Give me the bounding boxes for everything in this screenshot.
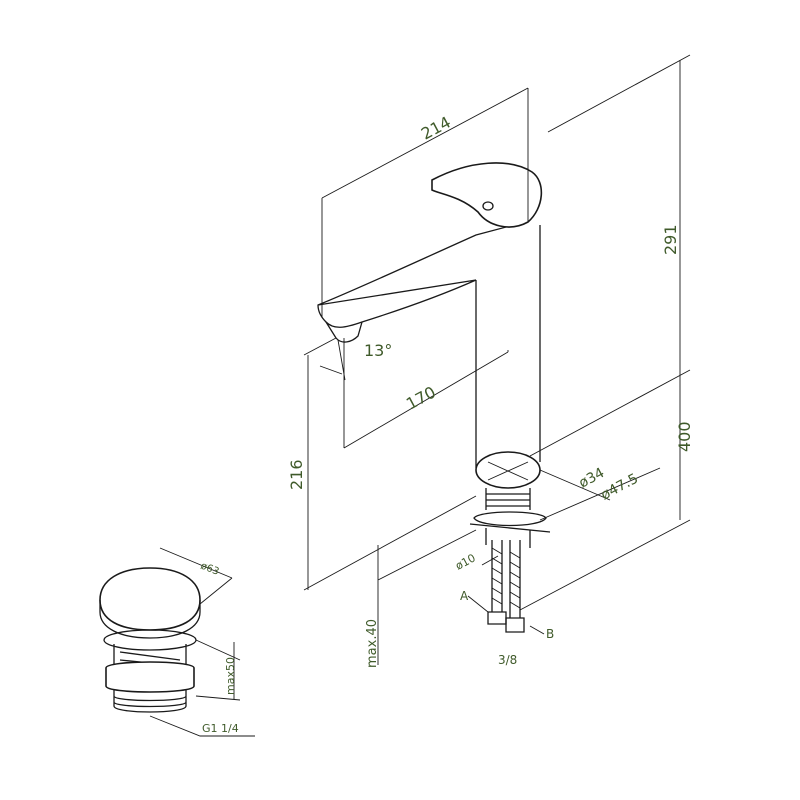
drain-rim — [103, 629, 197, 651]
drain-neck — [113, 644, 187, 668]
faucet-handle — [431, 162, 543, 228]
hose-b-nut — [505, 617, 525, 633]
hose-a-nut — [487, 611, 507, 625]
hose-braid — [491, 547, 521, 609]
drain-dimension-lines — [149, 547, 255, 737]
dim-spout-length: 214 — [418, 112, 454, 143]
dim-hose-diameter: ø10 — [453, 551, 477, 572]
base-cross — [487, 461, 529, 481]
faucet — [317, 162, 551, 633]
drain-thread — [113, 690, 187, 713]
dim-total-height: 291 — [661, 224, 680, 255]
faucet-spout — [317, 221, 526, 328]
hose-b — [509, 540, 521, 618]
hose-a — [491, 540, 503, 612]
spout-outlet — [325, 321, 363, 343]
dim-spout-reach: 170 — [403, 382, 439, 413]
dim-max-thickness: max.40 — [365, 619, 380, 668]
mounting-bracket — [469, 511, 551, 548]
threaded-stud — [485, 488, 531, 510]
dim-spout-height: 216 — [287, 459, 306, 490]
label-hose-a: A — [460, 589, 469, 603]
label-hose-b: B — [546, 627, 554, 641]
drain-cap — [99, 567, 201, 631]
dimension-lines — [303, 54, 691, 665]
dim-drain-thread: G1 1/4 — [202, 722, 239, 735]
faucet-body — [475, 225, 541, 468]
dim-connection-size: 3/8 — [498, 653, 517, 667]
dim-drain-max-height: max50 — [224, 657, 237, 695]
dim-spout-angle: 13° — [364, 341, 392, 360]
dim-drain-cap-diameter: ø63 — [199, 561, 221, 578]
faucet-base — [475, 451, 541, 489]
dim-hose-length: 400 — [675, 421, 694, 452]
drain-valve — [99, 567, 201, 713]
drain-body — [105, 661, 195, 693]
handle-pivot — [482, 201, 494, 211]
